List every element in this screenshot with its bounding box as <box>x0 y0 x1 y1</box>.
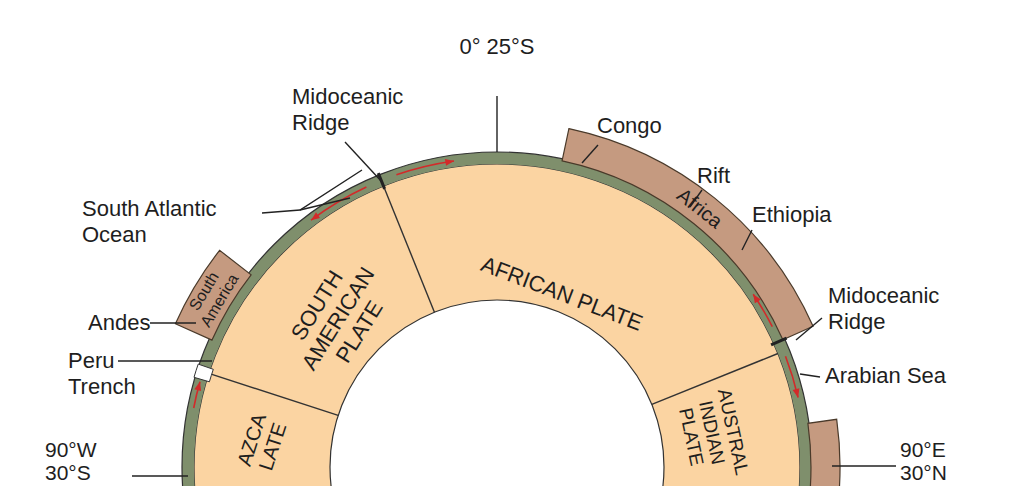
motion-arrow <box>753 294 772 327</box>
leader-lines <box>118 96 896 476</box>
india-continent <box>804 419 840 486</box>
motion-arrowhead <box>194 382 201 391</box>
trench-notch <box>194 364 213 382</box>
map-label: Midoceanic Ridge <box>292 84 452 136</box>
map-label: Peru Trench <box>68 348 123 400</box>
map-label: 90°W 30°S <box>45 438 105 484</box>
plates-drawing <box>175 129 840 486</box>
map-label: 0° 25°S <box>447 34 547 60</box>
motion-arrowhead <box>445 159 454 166</box>
map-label: Congo <box>597 113 697 139</box>
map-label: Rift <box>697 163 757 189</box>
map-label: South Atlantic Ocean <box>82 196 257 248</box>
motion-arrow <box>311 187 366 220</box>
plate-boundary <box>383 186 434 312</box>
map-label: Andes <box>88 310 158 336</box>
map-label: Midoceanic Ridge <box>828 283 988 335</box>
map-label: 90°E 30°N <box>900 438 960 484</box>
south-america-continent <box>175 250 251 340</box>
crust-band <box>188 158 806 486</box>
map-label: Arabian Sea <box>825 363 965 389</box>
motion-arrowhead <box>311 212 320 220</box>
motion-arrow <box>396 161 454 175</box>
plate-ring <box>194 164 800 486</box>
map-label: Ethiopia <box>752 202 852 228</box>
motion-arrowhead <box>753 294 761 303</box>
motion-arrowhead <box>793 388 800 397</box>
plate-boundary <box>209 373 338 415</box>
inner-core <box>330 300 664 486</box>
ridge-mark <box>771 338 787 345</box>
